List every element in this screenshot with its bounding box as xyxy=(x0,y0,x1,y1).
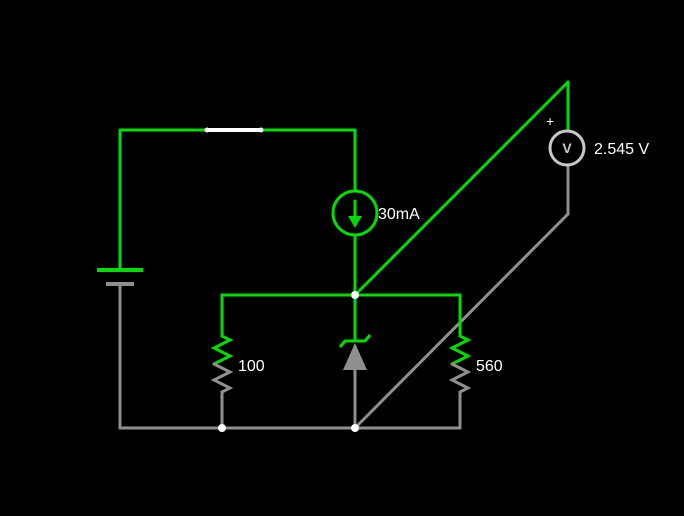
switch-post-left xyxy=(204,127,210,133)
resistor-100[interactable] xyxy=(210,334,234,394)
current-source[interactable] xyxy=(331,189,379,237)
resistor-560-zigzag-bottom[interactable] xyxy=(448,362,472,394)
voltmeter-symbol: V xyxy=(562,140,572,156)
current-source-label: 30mA xyxy=(378,206,420,223)
voltmeter-reading: 2.545 V xyxy=(594,141,649,158)
battery[interactable] xyxy=(97,268,143,286)
switch-post-right xyxy=(258,127,264,133)
node-dot-middle xyxy=(351,291,359,299)
switch-closed[interactable] xyxy=(204,127,264,133)
current-source-arrow-head xyxy=(348,216,362,228)
resistor-100-label: 100 xyxy=(238,358,265,375)
wire-probe-positive-diagonal[interactable] xyxy=(353,80,570,297)
node-dot-bottom-left xyxy=(218,424,226,432)
zener-cathode-bar[interactable] xyxy=(338,334,372,348)
resistor-560-zigzag-top[interactable] xyxy=(448,334,472,366)
voltmeter-polarity-plus: + xyxy=(546,113,554,129)
resistor-100-zigzag-bottom[interactable] xyxy=(210,362,234,394)
voltmeter-body[interactable] xyxy=(548,129,586,167)
zener-diode[interactable] xyxy=(338,334,372,370)
resistor-560-label: 560 xyxy=(476,358,503,375)
resistor-560[interactable] xyxy=(448,334,472,394)
node-dot-bottom-middle xyxy=(351,424,359,432)
zener-anode-triangle[interactable] xyxy=(343,343,367,370)
resistor-100-zigzag-top[interactable] xyxy=(210,334,234,366)
voltmeter[interactable]: V + xyxy=(546,113,586,167)
